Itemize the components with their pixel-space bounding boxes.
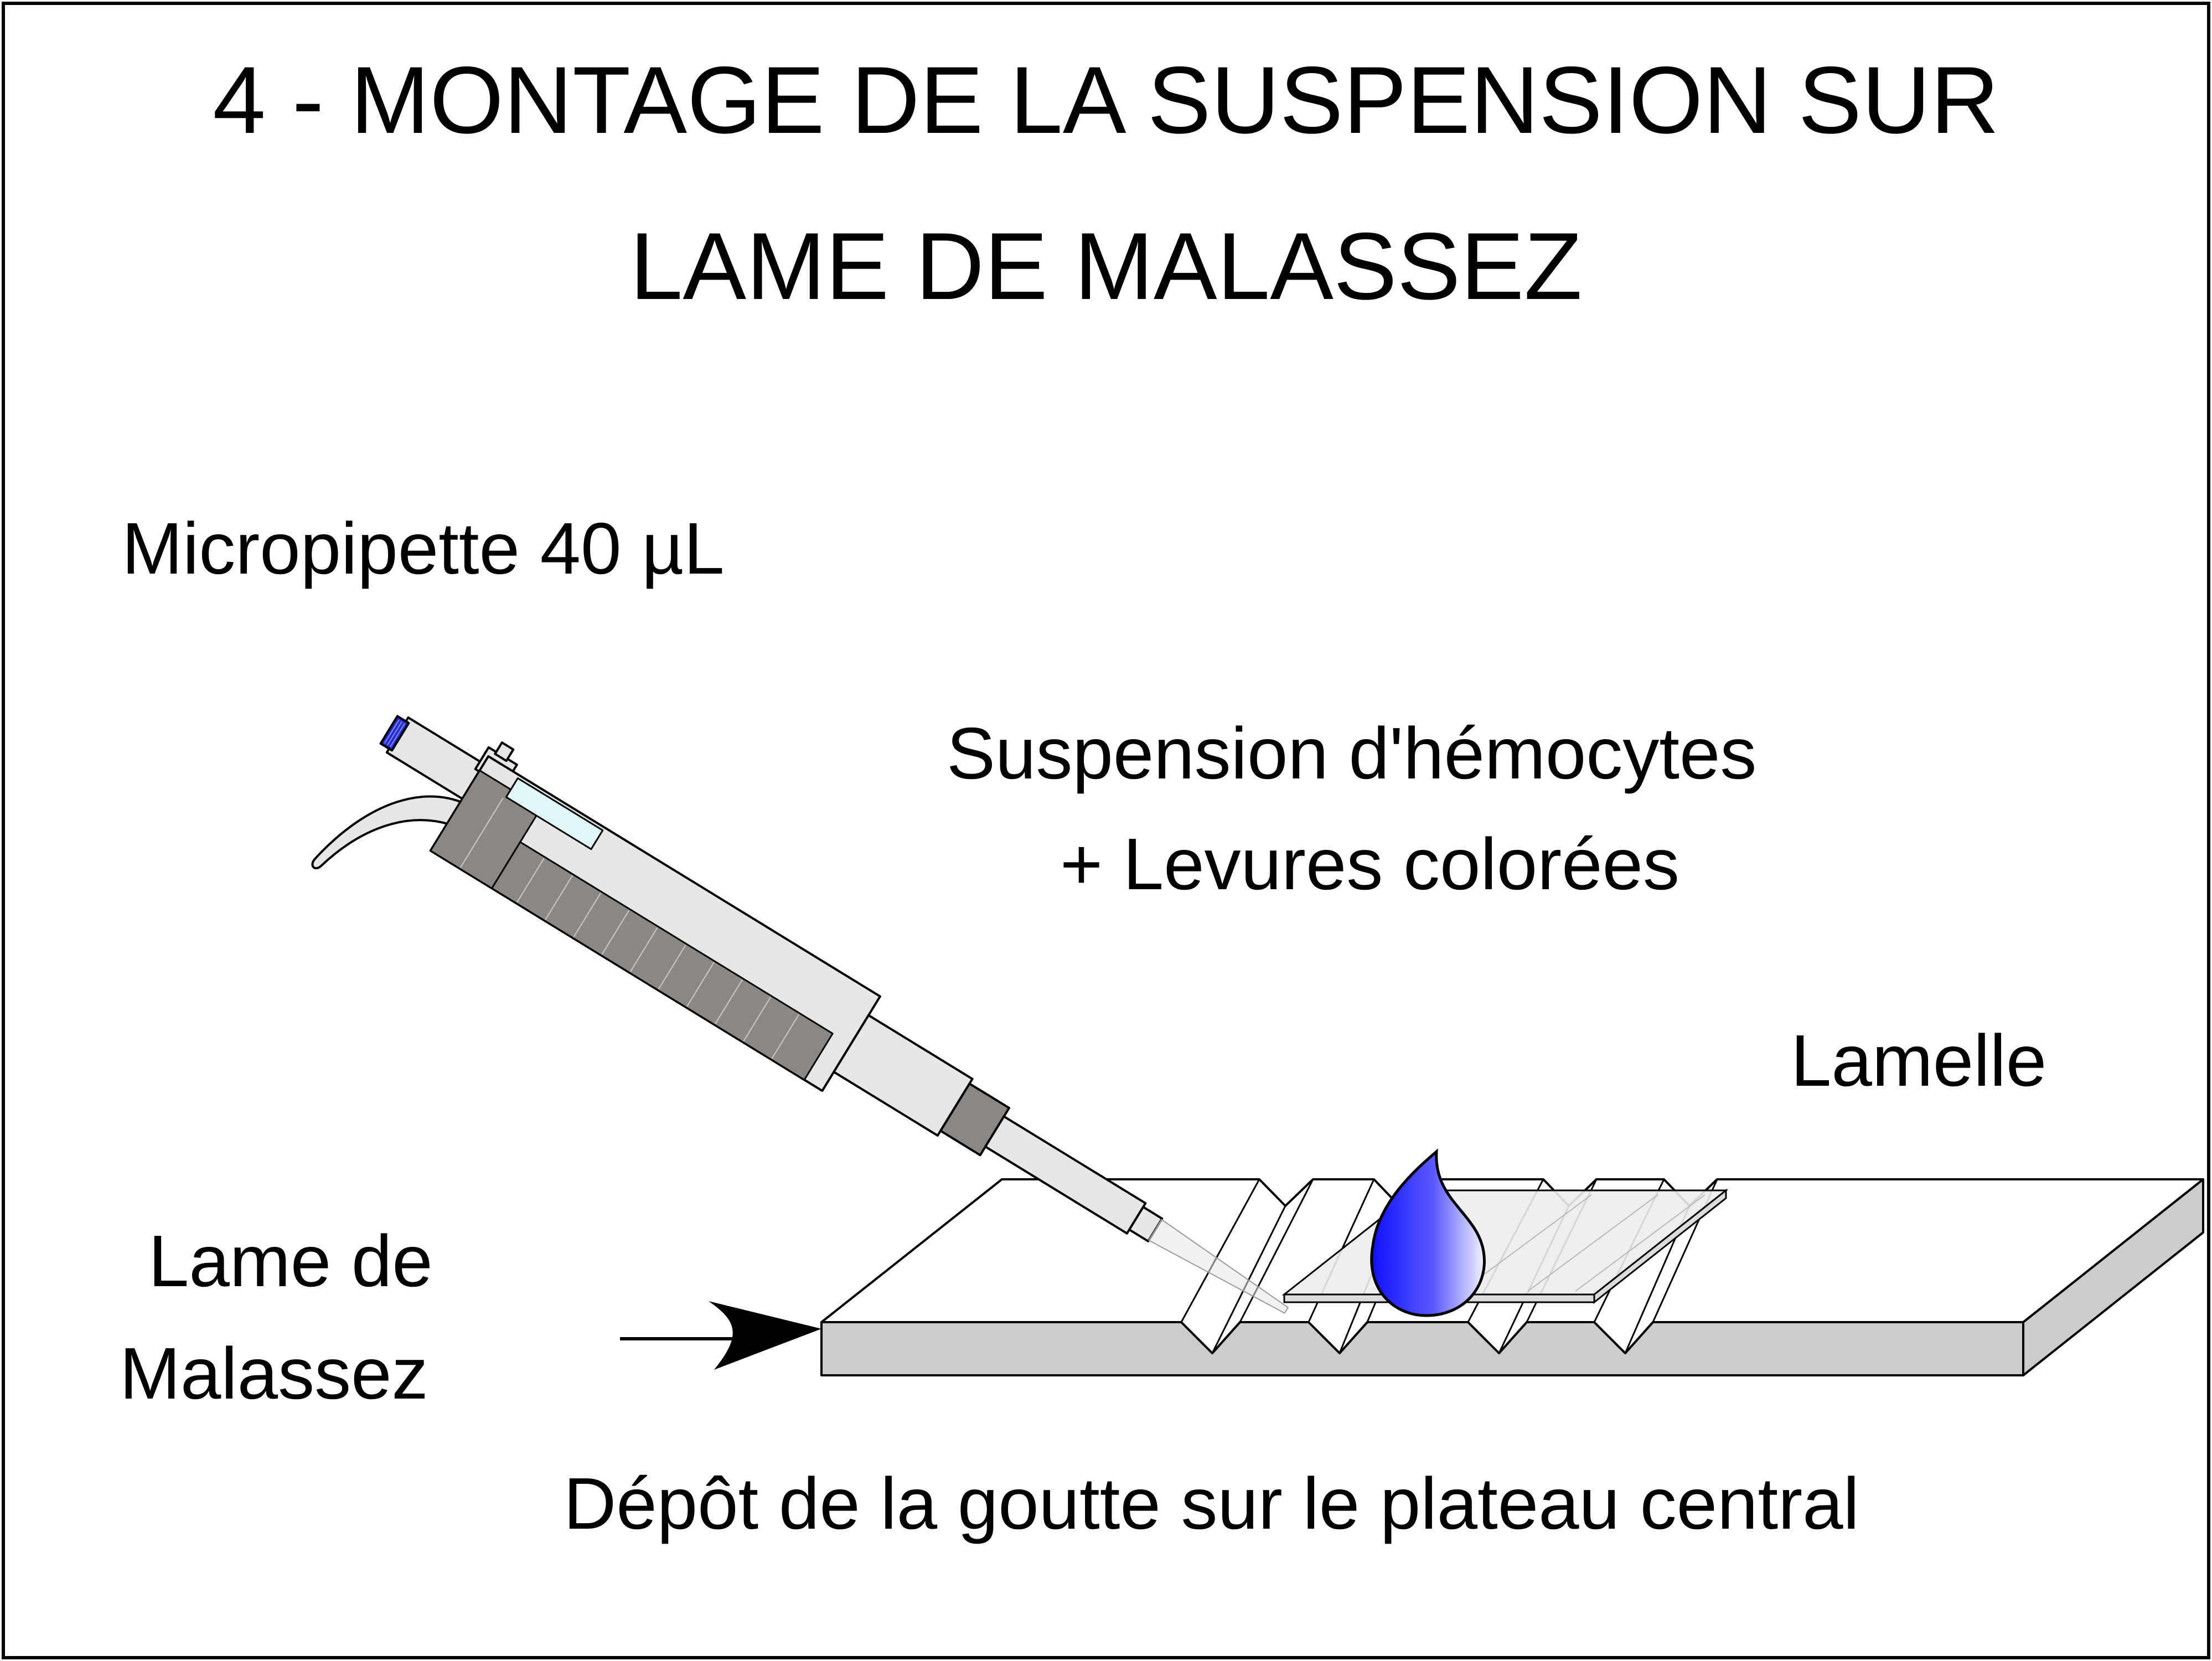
pipette-finger-hook (311, 795, 471, 870)
diagram-title-line-1: 4 - MONTAGE DE LA SUSPENSION SUR (213, 47, 1999, 153)
diagram-title-line-2: LAME DE MALASSEZ (629, 213, 1583, 319)
ejector-button-top (494, 741, 515, 762)
micropipette-icon (311, 715, 1289, 1314)
label-lame-line-1: Lame de (148, 1220, 433, 1302)
label-suspension-line-2: + Levures colorées (1060, 823, 1679, 905)
label-suspension-line-1: Suspension d'hémocytes (947, 713, 1757, 794)
pipette-grip-lines (459, 797, 800, 1059)
label-lamelle: Lamelle (1791, 1020, 2047, 1101)
drop-icon (1370, 1148, 1486, 1317)
label-lame-line-2: Malassez (120, 1333, 428, 1414)
pipette-tip (1148, 1219, 1289, 1314)
slide-front-face (820, 1321, 2024, 1376)
diagram-caption: Dépôt de la goutte sur le plateau centra… (564, 1463, 1859, 1544)
plunger-cap-ridges (384, 719, 406, 747)
arrow-right-icon (620, 1301, 821, 1370)
label-micropipette: Micropipette 40 µL (122, 508, 725, 589)
pipette-grip (491, 841, 834, 1081)
coverslip-right-edge (1593, 1188, 1727, 1304)
pipette-window (505, 777, 604, 850)
